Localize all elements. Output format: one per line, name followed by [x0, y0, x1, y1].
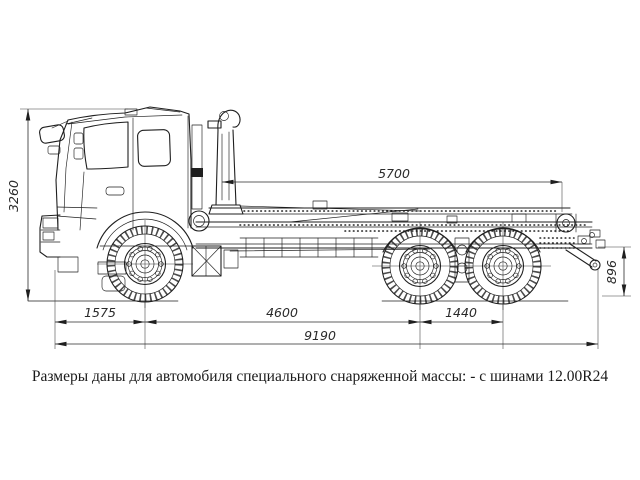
dim-label-rear-frame-height: 896: [604, 260, 619, 284]
middle-wheel: [372, 222, 468, 310]
extension-lines: [20, 108, 631, 349]
dim-label-front-overhang: 1575: [84, 305, 116, 320]
rear-coupling: [565, 229, 606, 271]
fuel-tank: [191, 245, 222, 277]
dimension-front-overhang: 1575: [55, 305, 145, 325]
dim-label-bogie-spacing: 1440: [445, 305, 477, 320]
dimension-rear-frame-height: 896: [604, 247, 627, 296]
dim-label-equipment-length: 5700: [378, 166, 410, 181]
rear-roller: [555, 213, 577, 233]
mirror: [39, 120, 69, 155]
exhaust-stack: [187, 115, 210, 232]
dimension-overall-length: 9190: [55, 328, 598, 347]
dimension-wheelbase: 4600: [145, 305, 420, 325]
truck-side-view: [27, 106, 606, 310]
dimension-bogie-spacing: 1440: [420, 305, 503, 325]
side-boxes: [229, 237, 431, 258]
front-wheel: [97, 220, 193, 308]
front-bumper: [39, 214, 79, 273]
dim-label-overall-length: 9190: [304, 328, 336, 343]
cab: [39, 106, 210, 292]
hooklift-arm: [207, 109, 577, 233]
rear-wheel: [455, 222, 551, 310]
dim-label-wheelbase: 4600: [266, 305, 298, 320]
dimension-annotations: 3260 5700 896 1575 4600 1440: [6, 108, 631, 349]
drawing-caption: Размеры даны для автомобиля специального…: [32, 368, 608, 385]
dim-label-overall-height: 3260: [6, 180, 21, 212]
dimension-overall-height: 3260: [6, 109, 31, 301]
dimension-equipment-length: 5700: [222, 166, 562, 185]
